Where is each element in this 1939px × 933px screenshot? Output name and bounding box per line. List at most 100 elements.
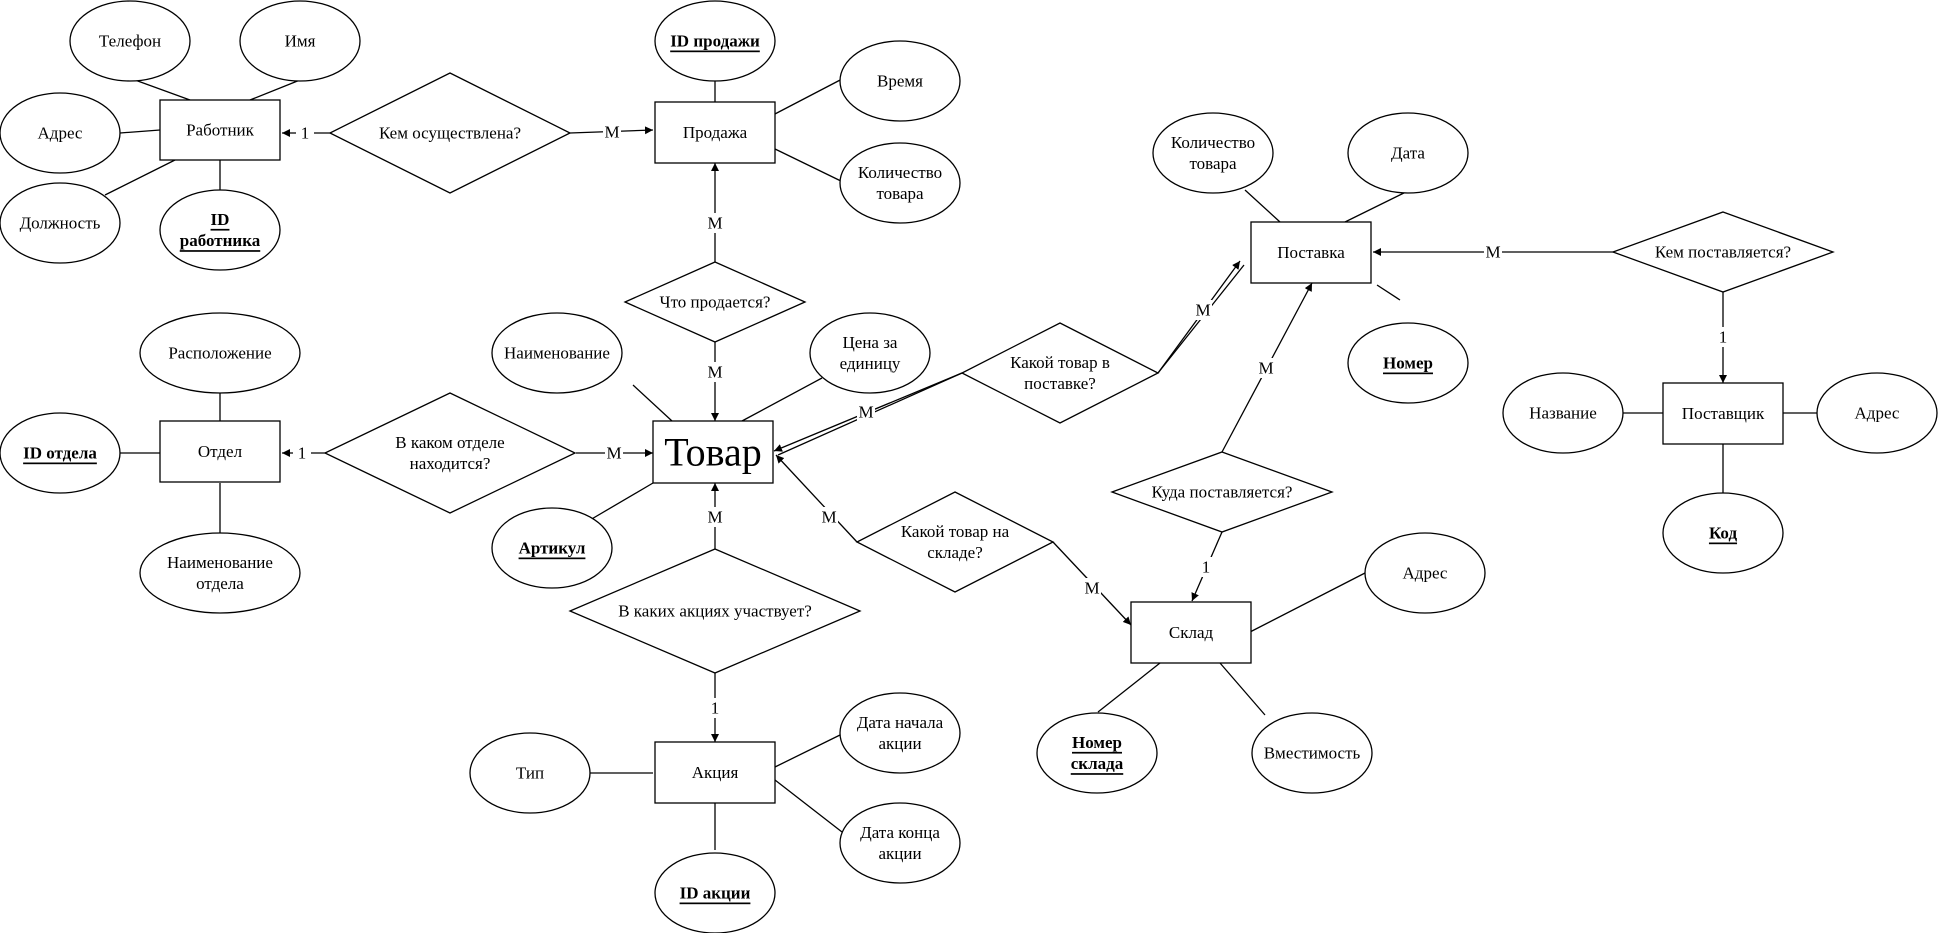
attr-supplier-code-label: Код	[1709, 524, 1737, 543]
entity-department[interactable]: Отдел	[159, 420, 281, 483]
rel-dept-product-diamond	[323, 392, 577, 514]
attr-delivery-number[interactable]: Номер	[1347, 322, 1469, 404]
rel-supplier-delivery[interactable]: Кем поставляется?	[1611, 211, 1835, 293]
attr-worker-name[interactable]: Имя	[239, 0, 361, 82]
card-supplier-delivery-supplier: 1	[1714, 327, 1732, 347]
entity-promotion-box	[654, 741, 776, 804]
conn-wh-address	[1249, 572, 1366, 633]
entity-worker[interactable]: Работник	[159, 99, 281, 161]
card-product-promo-promo: 1	[706, 698, 724, 718]
attr-supplier-code-ellipse	[1662, 492, 1784, 574]
entity-product[interactable]: Товар	[652, 420, 774, 484]
card-dept-product-product-text: M	[606, 444, 621, 463]
attr-sale-quantity-label-line-1: Количество	[858, 163, 942, 182]
attr-product-sku[interactable]: Артикул	[491, 507, 613, 589]
rel-product-delivery-label-line-2: поставке?	[1024, 374, 1096, 393]
rel-warehouse-delivery-diamond	[1110, 451, 1334, 533]
entity-sale-label: Продажа	[683, 123, 748, 142]
attr-supplier-address-label: Адрес	[1855, 404, 1900, 423]
card-dept-product-dept-text: 1	[298, 444, 307, 463]
attr-supplier-address[interactable]: Адрес	[1816, 372, 1938, 454]
rel-product-delivery[interactable]: Какой товар в поставке?	[960, 322, 1160, 424]
entity-sale[interactable]: Продажа	[654, 101, 776, 164]
attr-worker-position[interactable]: Должность	[0, 182, 121, 264]
attr-warehouse-number-ellipse	[1036, 712, 1158, 794]
conn-wh-number	[1097, 662, 1161, 713]
attr-product-name-ellipse	[491, 312, 623, 394]
attr-worker-address-label: Адрес	[38, 124, 83, 143]
attr-promo-start-ellipse	[839, 692, 961, 774]
card-supplier-delivery-delivery-text: M	[1485, 243, 1500, 262]
card-worker-sale-sale-bg	[603, 122, 621, 142]
entity-delivery[interactable]: Поставка	[1250, 221, 1372, 284]
attr-warehouse-address[interactable]: Адрес	[1364, 532, 1486, 614]
attr-product-sku-label: Артикул	[519, 539, 586, 558]
card-worker-sale-worker-text: 1	[301, 124, 310, 143]
attr-promo-type[interactable]: Тип	[469, 732, 591, 814]
attr-product-name[interactable]: Наименование	[491, 312, 623, 394]
rel-supplier-delivery-label: Кем поставляется?	[1655, 243, 1791, 262]
card-product-promo-product-bg	[706, 507, 724, 527]
conn-sale-time	[772, 77, 845, 116]
attr-delivery-date[interactable]: Дата	[1347, 112, 1469, 194]
attr-dept-id[interactable]: ID отдела	[0, 412, 121, 494]
attr-worker-id[interactable]: ID работника	[159, 189, 281, 271]
card-warehouse-delivery-warehouse-bg	[1197, 557, 1215, 577]
attr-supplier-code[interactable]: Код	[1662, 492, 1784, 574]
attr-promo-end-label-line-1: Дата конца	[860, 823, 940, 842]
attr-worker-phone[interactable]: Телефон	[69, 0, 191, 82]
attr-worker-address-ellipse	[0, 92, 121, 174]
card-sale-product-product-bg	[706, 362, 724, 382]
rel-worker-sale-label: Кем осуществлена?	[379, 124, 521, 143]
card-product-promo-product-text: M	[707, 508, 722, 527]
rel-warehouse-delivery-label: Куда поставляется?	[1152, 483, 1293, 502]
attr-sale-id[interactable]: ID продажи	[654, 0, 776, 82]
attr-product-name-label: Наименование	[504, 344, 610, 363]
attr-promo-id[interactable]: ID акции	[654, 852, 776, 933]
entity-promotion[interactable]: Акция	[654, 741, 776, 804]
attr-sale-time[interactable]: Время	[839, 40, 961, 122]
attr-warehouse-capacity[interactable]: Вместимость	[1251, 712, 1373, 794]
attr-worker-id-label-line-2: работника	[180, 231, 261, 250]
attr-worker-address[interactable]: Адрес	[0, 92, 121, 174]
attr-dept-location-label: Расположение	[168, 344, 271, 363]
attr-dept-location[interactable]: Расположение	[139, 312, 301, 394]
conn-product-sku	[589, 482, 654, 521]
card-supplier-delivery-delivery: M	[1484, 242, 1502, 262]
attr-worker-position-ellipse	[0, 182, 121, 264]
rel-product-warehouse-label-line-1: Какой товар на	[901, 522, 1010, 541]
attr-worker-name-label: Имя	[285, 32, 316, 51]
rel-product-delivery-label-line-1: Какой товар в	[1010, 353, 1110, 372]
card-product-promo-product: M	[706, 507, 724, 527]
entity-warehouse[interactable]: Склад	[1130, 601, 1252, 664]
attr-supplier-name-label: Название	[1529, 404, 1597, 423]
attr-warehouse-capacity-label: Вместимость	[1264, 744, 1361, 763]
attr-worker-position-label: Должность	[20, 214, 101, 233]
rel-sale-product-diamond	[623, 261, 807, 343]
conn-worker-phone	[134, 79, 191, 101]
attr-warehouse-address-label: Адрес	[1403, 564, 1448, 583]
rel-sale-product[interactable]: Что продается?	[623, 261, 807, 343]
entity-worker-box	[159, 99, 281, 161]
rel-supplier-delivery-diamond	[1611, 211, 1835, 293]
attr-worker-id-label-line-1: ID	[211, 210, 230, 229]
attr-dept-id-label: ID отдела	[23, 444, 97, 463]
conn-worker-name	[249, 79, 301, 101]
card-product-delivery-product-bg	[857, 402, 875, 422]
attr-supplier-name[interactable]: Название	[1502, 372, 1624, 454]
entity-supplier[interactable]: Поставщик	[1662, 382, 1784, 445]
rel-warehouse-delivery[interactable]: Куда поставляется?	[1110, 451, 1334, 533]
rel-product-promo[interactable]: В каких акциях участвует?	[568, 548, 862, 674]
rel-worker-sale[interactable]: Кем осуществлена?	[328, 72, 572, 194]
card-sale-product-product: M	[706, 362, 724, 382]
